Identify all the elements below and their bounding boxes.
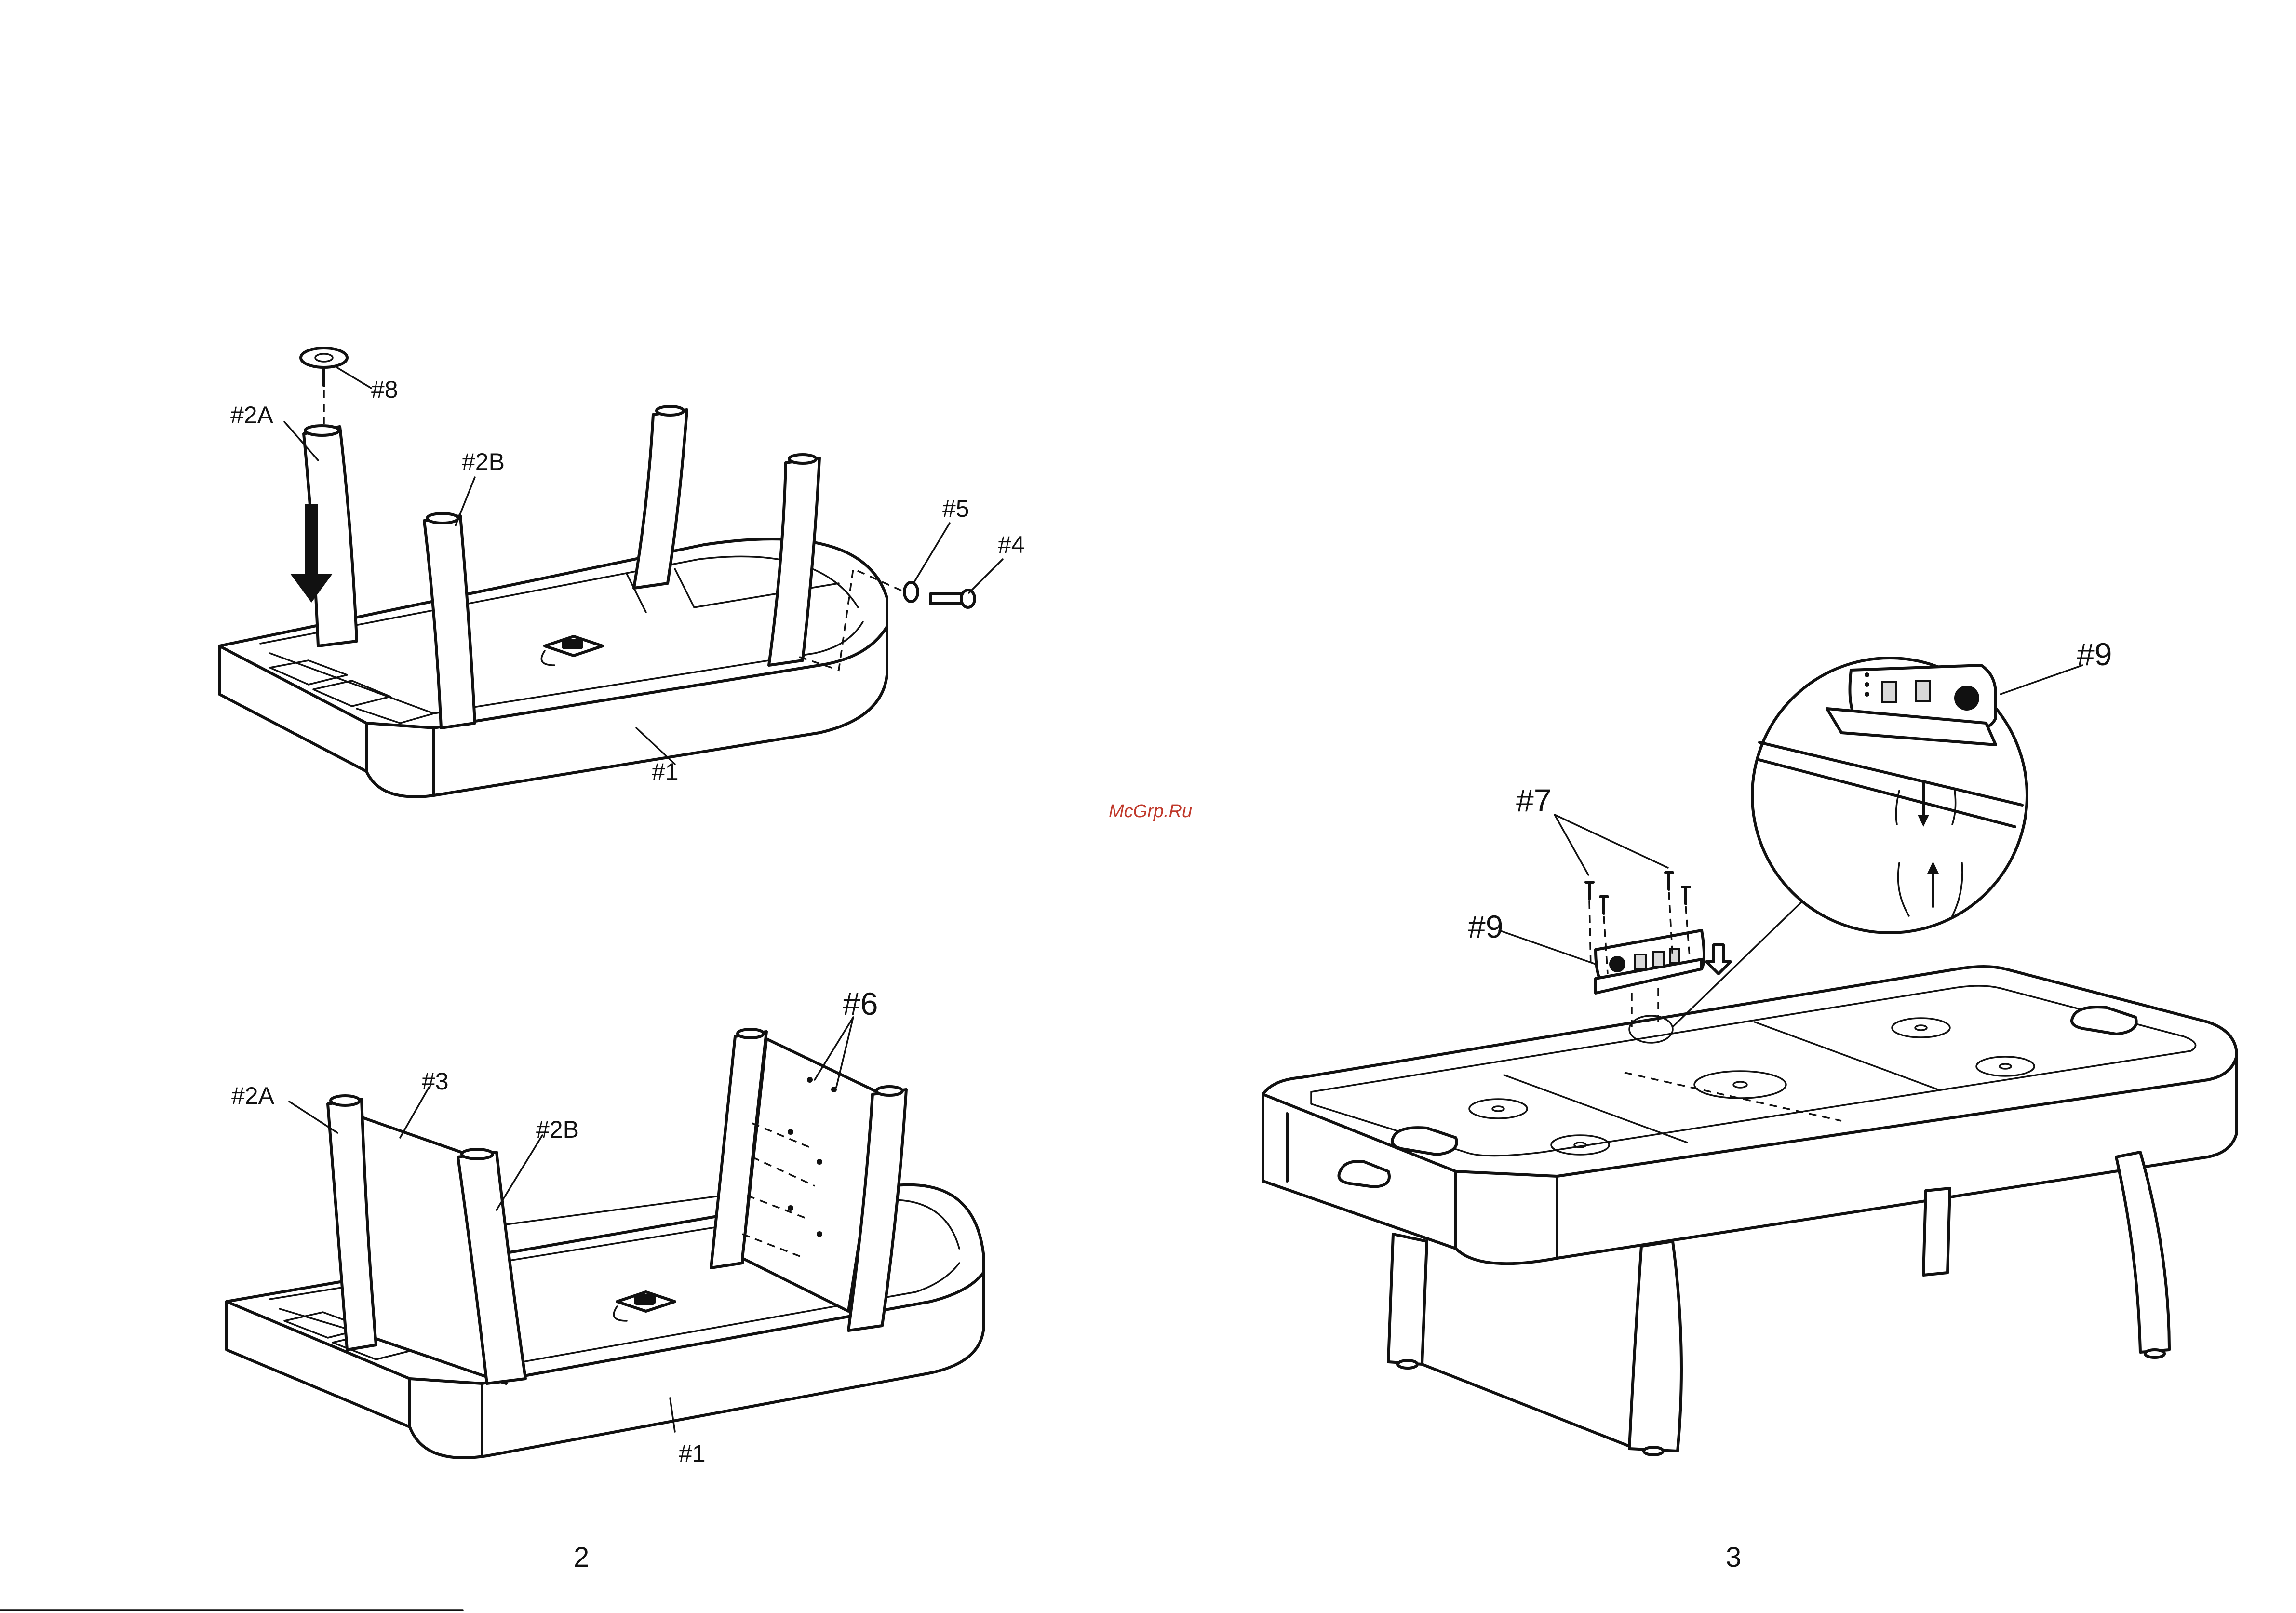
label-washer-5: #5 — [942, 495, 969, 522]
label-leg-2b: #2B — [536, 1116, 579, 1143]
page-number-right: 3 — [1726, 1542, 1741, 1573]
label-leg-2b: #2B — [462, 448, 505, 475]
label-frame-1: #1 — [652, 758, 679, 785]
figure-a-leg-assembly: #2A #2B #8 #5 #4 #1 — [219, 348, 1025, 797]
label-screws-6: #6 — [843, 986, 878, 1022]
label-foot-8: #8 — [371, 376, 398, 403]
leg-2a-illustration — [290, 426, 357, 646]
label-scoreboard-detail-9: #9 — [2077, 636, 2112, 672]
page-number-left: 2 — [574, 1542, 589, 1573]
figure-c-scoreboard-install: #7 #9 #9 — [1263, 636, 2237, 1455]
watermark-text: McGrp.Ru — [1109, 801, 1192, 821]
foot-pad-8 — [301, 348, 347, 424]
label-leg-2a: #2A — [230, 402, 274, 429]
label-scoreboard-9: #9 — [1468, 909, 1503, 944]
label-screws-7: #7 — [1516, 782, 1551, 818]
air-hockey-table — [1263, 967, 2237, 1455]
scoreboard-detail-zoom — [1752, 658, 2027, 933]
figure-b-panel-assembly: #2A #3 #2B #6 #1 — [227, 986, 983, 1467]
label-frame-1: #1 — [679, 1440, 706, 1467]
label-bolt-4: #4 — [998, 531, 1025, 558]
label-panel-3: #3 — [422, 1068, 449, 1095]
label-leg-2a: #2A — [231, 1082, 275, 1109]
